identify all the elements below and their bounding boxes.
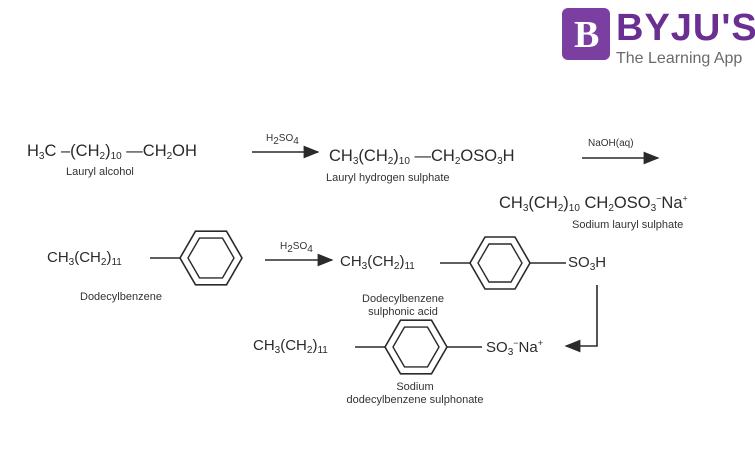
brand-logo-box <box>562 8 610 60</box>
formula-sulphonate-chain: CH3(CH2)11 <box>253 337 328 356</box>
brand-logo-letter: B <box>574 14 600 56</box>
formula-so3h-group: SO3H <box>568 254 607 273</box>
formula-so3na-group: SO3−Na+ <box>486 338 543 358</box>
label-lauryl-alcohol: Lauryl alcohol <box>66 166 134 178</box>
label-lauryl-hydrogen-sulphate: Lauryl hydrogen sulphate <box>326 172 450 184</box>
label-sodium-lauryl-sulphate: Sodium lauryl sulphate <box>572 219 684 231</box>
formula-dodecylbenzene-chain: CH3(CH2)11 <box>47 249 122 268</box>
label-dodecylbenzene: Dodecylbenzene <box>80 291 162 303</box>
brand-name: BYJU'S <box>616 7 755 49</box>
formula-sodium-lauryl-sulphate: CH3(CH2)10 CH2OSO3−Na+ <box>499 193 688 214</box>
benzene-ring-1 <box>179 230 243 286</box>
formula-sulphonic-acid-chain: CH3(CH2)11 <box>340 253 415 272</box>
reagent-h2so4-1: H2SO4 <box>266 133 299 147</box>
reagent-h2so4-2: H2SO4 <box>280 241 313 255</box>
reagent-naoh: NaOH(aq) <box>588 138 634 149</box>
benzene-ring-3 <box>384 319 448 375</box>
formula-lauryl-hydrogen-sulphate: CH3(CH2)10 —CH2OSO3H <box>329 147 515 167</box>
reaction-arrow-4 <box>564 285 598 353</box>
benzene-ring-2 <box>469 236 531 290</box>
brand-tagline: The Learning App <box>616 50 743 67</box>
formula-lauryl-alcohol: H3C –(CH2)10 —CH2OH <box>27 142 197 162</box>
